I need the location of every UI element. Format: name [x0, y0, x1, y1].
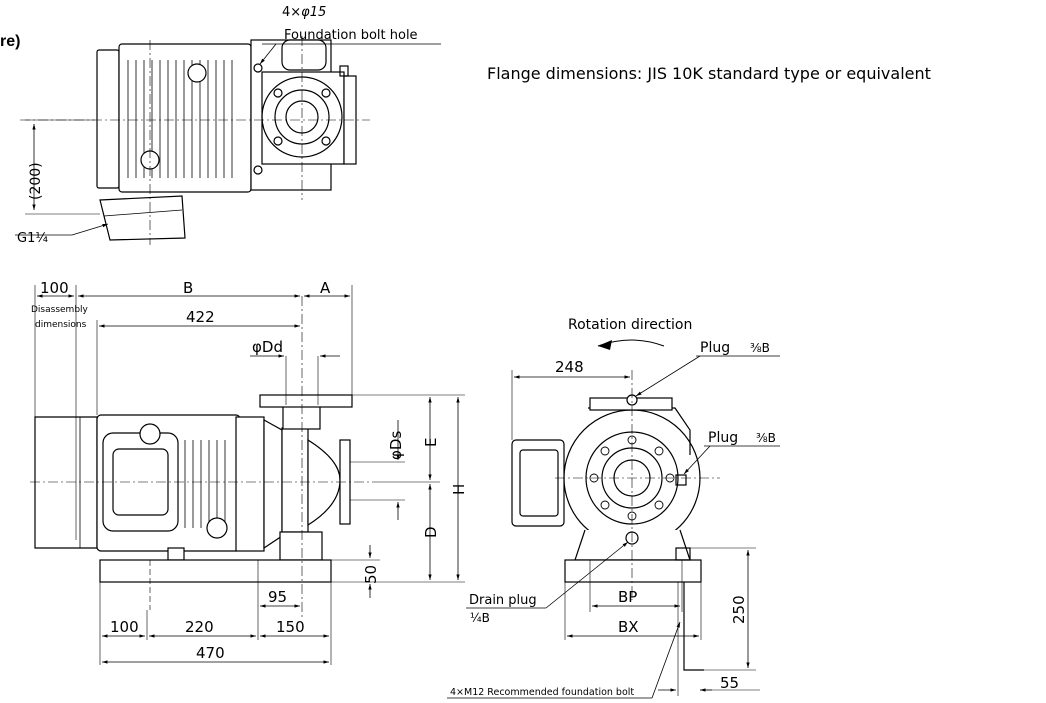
front-view	[447, 339, 780, 699]
side-eyebolt	[139, 423, 161, 445]
dim-55: 55	[720, 674, 739, 692]
top-view-labels: 4×φ15 Foundation bolt hole (200) G1¼	[17, 5, 418, 246]
side-base	[99, 559, 332, 583]
top-plug	[339, 65, 349, 77]
side-fan-cover	[34, 416, 98, 549]
top-flange-bolt	[321, 88, 331, 98]
bolt-hole-label: Foundation bolt hole	[284, 28, 418, 43]
front-base	[564, 559, 702, 583]
dim-BX: BX	[618, 618, 639, 636]
front-terminal-inner	[519, 449, 559, 517]
side-volute	[307, 438, 341, 527]
disassembly-label-2: dimensions	[35, 320, 87, 330]
top-flange-bolt	[273, 136, 283, 146]
dim-422: 422	[186, 308, 215, 326]
svg-text:4×φ15: 4×φ15	[282, 5, 326, 20]
plug-side-size: ⅜B	[756, 431, 776, 445]
flange-note: Flange dimensions: JIS 10K standard type…	[487, 64, 931, 83]
top-flange-bolt	[321, 136, 331, 146]
dim-95: 95	[268, 588, 287, 606]
dim-H: H	[450, 484, 468, 495]
top-bolt-hole	[253, 165, 263, 175]
front-foot-bolt	[675, 547, 691, 561]
side-discharge-neck	[282, 404, 321, 430]
dim-150: 150	[276, 618, 305, 636]
rotation-label: Rotation direction	[568, 317, 692, 333]
top-motor-body	[118, 43, 252, 193]
dim-50: 50	[362, 565, 380, 584]
plug-top-size: ⅜B	[750, 341, 770, 355]
dim-B: B	[183, 279, 193, 297]
front-foundation-bolt	[683, 582, 704, 671]
dim-BP: BP	[618, 588, 637, 606]
drain-plug-label: Drain plug	[469, 593, 537, 608]
plug-top-label: Plug	[700, 340, 730, 356]
bolt-hole-count: 4×	[282, 5, 301, 20]
top-eyebolt-2	[187, 63, 207, 83]
dim-D: D	[422, 526, 440, 538]
dim-Dd: φDd	[252, 338, 283, 356]
side-casing	[281, 427, 309, 533]
dim-Ds: φDs	[387, 431, 405, 460]
dim-220: 220	[185, 618, 214, 636]
side-view-labels: 100 Disassembly dimensions B A 422 φDd φ…	[31, 279, 468, 662]
dim-250: 250	[730, 595, 748, 624]
top-fan-cover	[96, 49, 120, 189]
side-motor-foot	[167, 547, 185, 561]
bolt-hole-dia: φ15	[301, 5, 326, 20]
side-discharge-flange	[259, 394, 353, 408]
top-terminal-box	[99, 195, 186, 241]
header-fragment: re)	[0, 33, 21, 50]
dim-A: A	[320, 279, 331, 297]
bolt-label: 4×M12 Recommended foundation bolt	[450, 687, 634, 698]
drain-plug-size: ¼B	[470, 611, 490, 625]
side-bracket	[263, 418, 283, 550]
side-bracket-flange	[235, 416, 265, 552]
dim-disassembly-value: 100	[40, 279, 69, 297]
conduit-label: G1¼	[17, 231, 48, 246]
dim-470: 470	[196, 644, 225, 662]
side-eyebolt-2	[206, 517, 228, 539]
plug-side-label: Plug	[708, 430, 738, 446]
top-view	[15, 36, 441, 245]
top-discharge	[281, 39, 327, 71]
front-plug-side	[675, 474, 687, 486]
front-view-labels: Rotation direction 248 Plug ⅜B Plug ⅜B D…	[450, 317, 776, 698]
side-pump-foot	[279, 531, 323, 561]
dim-E: E	[422, 438, 440, 447]
top-casing	[261, 71, 345, 165]
side-view	[30, 285, 465, 665]
top-flange-bolt	[273, 88, 283, 98]
side-terminal-inner	[112, 448, 169, 516]
dim-248: 248	[555, 358, 584, 376]
disassembly-label-1: Disassembly	[31, 305, 89, 315]
top-height-dim: (200)	[28, 162, 44, 200]
dim-100: 100	[110, 618, 139, 636]
top-bolt-hole	[253, 63, 263, 73]
